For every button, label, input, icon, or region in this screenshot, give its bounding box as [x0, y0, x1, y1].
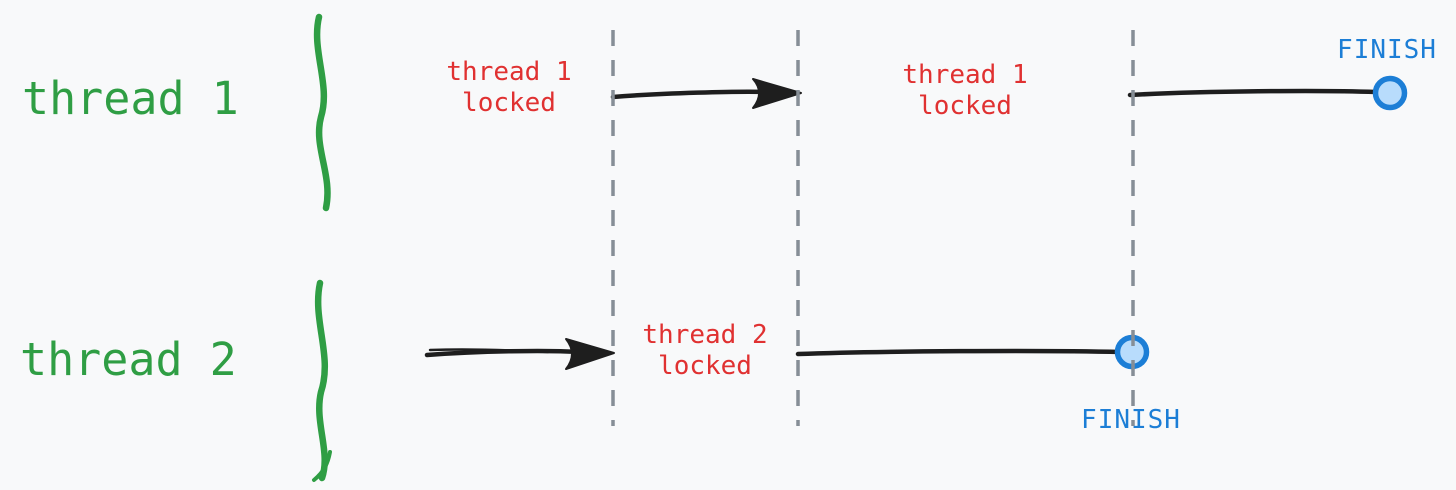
thread-2-finish-label: FINISH: [1081, 405, 1181, 435]
thread-1-lock-arrow-shaft: [610, 89, 771, 100]
thread-2-lock-arrow-head: [565, 338, 615, 370]
thread-2-lock-arrow-shaft-double: [428, 348, 550, 354]
thread-2-brace-flick: [312, 450, 332, 482]
thread-2-lock-arrow-shaft: [424, 348, 583, 358]
thread-1-locked-annotation-1: thread 1 locked: [446, 57, 572, 118]
thread-1-locked-annotation-2: thread 1 locked: [902, 60, 1028, 121]
thread-1-brace: [313, 13, 331, 212]
thread-1-finish-marker: [1372, 75, 1408, 111]
thread-2-run-line: [795, 348, 1124, 357]
thread-2-brace: [314, 279, 328, 482]
thread-1-finish-label: FINISH: [1337, 35, 1437, 65]
thread-1-label: thread 1: [22, 72, 239, 125]
thread-2-locked-annotation: thread 2 locked: [642, 320, 768, 381]
thread-1-run-line: [1127, 88, 1379, 98]
thread-2-label: thread 2: [20, 333, 237, 386]
thread-1-lock-arrow-head: [752, 78, 802, 109]
